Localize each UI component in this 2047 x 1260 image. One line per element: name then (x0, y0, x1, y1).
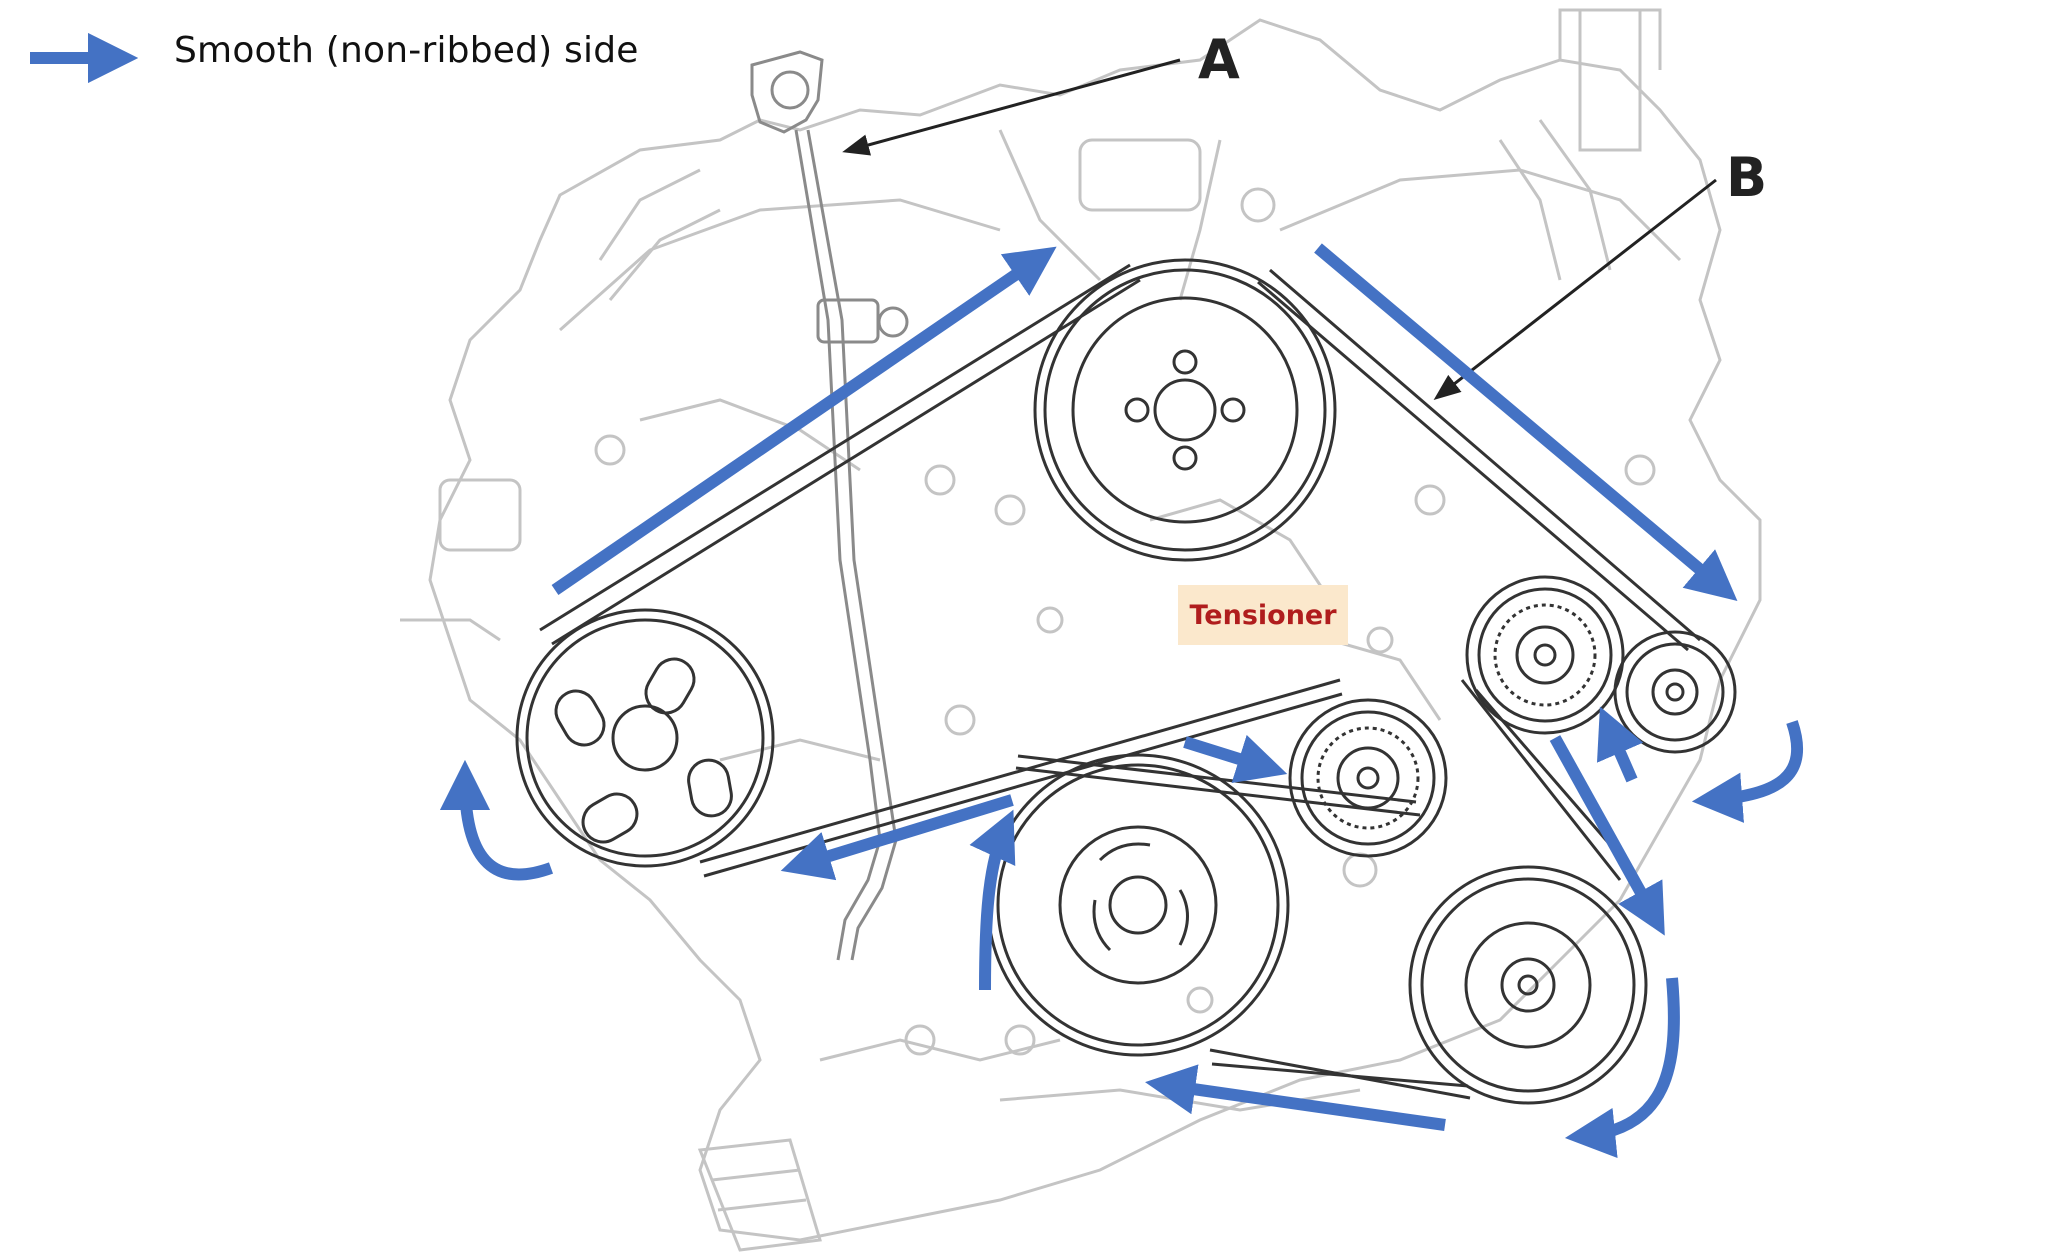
legend-arrow-spacer (26, 50, 144, 51)
arrow-idler-up (1596, 706, 1644, 783)
legend-label: Smooth (non-ribbed) side (174, 30, 639, 71)
arrow-curve-left-pulley (439, 759, 554, 881)
arrow-into-tensioner (1183, 734, 1288, 784)
engine-outline (400, 8, 1762, 1252)
arrow-curve-crank-up (969, 809, 1016, 991)
tensioner-label-box: Tensioner (1178, 585, 1348, 645)
callout-a: A (1198, 28, 1240, 91)
engine-bolts (594, 187, 1656, 1056)
direction-arrows (30, 32, 1803, 1159)
drive-belt (539, 263, 1701, 1100)
ac-compressor-pulley (1408, 865, 1648, 1105)
dipstick (750, 50, 909, 961)
arrow-down-right-belt (1549, 735, 1665, 936)
arrow-curve-alternator (1691, 720, 1803, 823)
crankshaft-bottom-pulley (986, 753, 1290, 1057)
alternator-pulley (1613, 630, 1737, 754)
arrow-right-belt-down (1314, 243, 1738, 601)
crankshaft-top-pulley (1033, 258, 1337, 562)
tensioner-label: Tensioner (1189, 599, 1337, 631)
idler-right-pulley (1465, 575, 1625, 735)
callout-leaders (842, 58, 1717, 400)
legend: Smooth (non-ribbed) side (26, 30, 639, 71)
arrow-bottom-belt-left (1145, 1064, 1446, 1131)
callout-b: B (1726, 146, 1768, 209)
arrow-curve-ac (1564, 977, 1680, 1159)
tensioner-pulley (1288, 698, 1448, 858)
arrow-up-left-belt (551, 246, 1057, 595)
arrow-mid-belt-left (780, 794, 1014, 881)
left-idler-pulley (515, 608, 775, 868)
